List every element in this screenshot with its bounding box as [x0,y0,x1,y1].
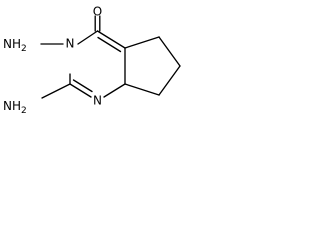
bond-c2-n1-a [69,83,92,98]
bond-c4-n3 [77,30,99,45]
bond-n1-c7a [103,83,126,98]
bond-c4a-c4-b [97,36,122,53]
bond-c4a-c4-a [96,30,126,49]
amino-bottom-nh: NH [3,99,21,113]
amino-top-subscript: 2 [21,44,27,54]
nitrogen-1-label: N [93,94,102,108]
amino-top-label: NH2 [3,37,27,54]
amino-bottom-subscript: 2 [21,106,27,116]
bond-c2-nh2 [41,83,71,99]
oxygen-label: O [93,5,102,19]
bond-c7-c7a [124,83,160,96]
bond-c4a-c5 [124,36,160,49]
amino-top-nh: NH [3,37,21,51]
amino-bottom-label: NH2 [3,99,27,116]
nitrogen-3-label: N [66,37,75,51]
bond-c6-c7 [158,65,181,96]
bond-c5-c6 [158,36,181,67]
molecule-structure-diagram: O N N NH2 NH2 [3,5,181,116]
bond-c2-n1-b [72,79,93,93]
